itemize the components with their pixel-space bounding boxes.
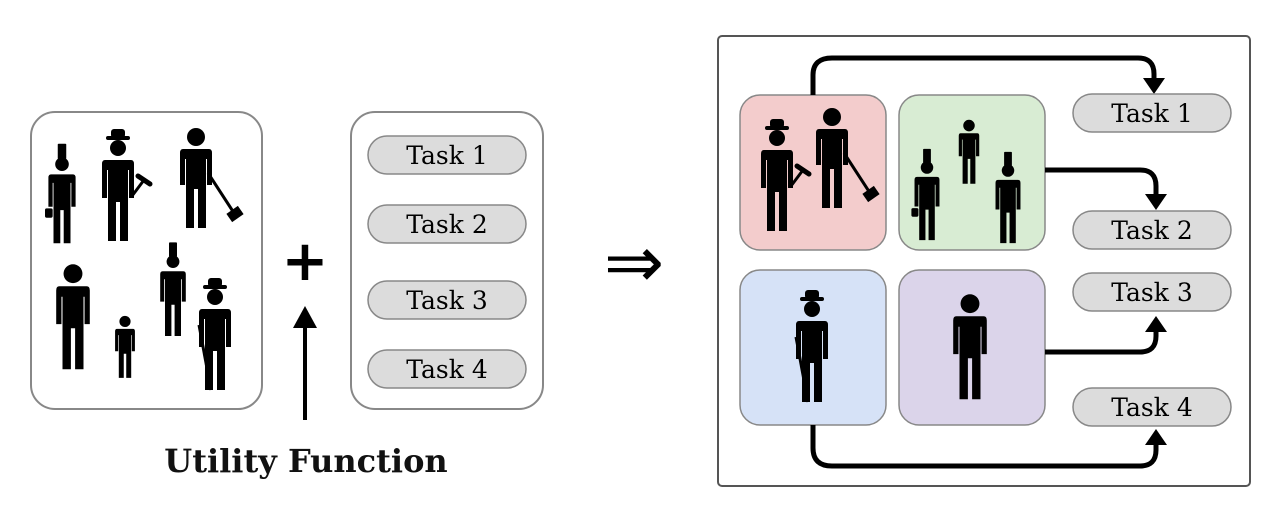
- assigned-task-pill-4-label: Task 4: [1111, 393, 1192, 422]
- arrow-green-to-task2: [1045, 167, 1159, 196]
- assigned-task-pill-1-shape: [1072, 93, 1232, 133]
- task-pill-4: Task 4: [367, 349, 527, 389]
- task-list: Task 1 Task 2 Task 3 Task 4: [367, 135, 527, 389]
- implies-symbol: ⇒: [604, 220, 664, 304]
- plus-symbol: +: [282, 229, 329, 294]
- task-pill-3: Task 3: [367, 280, 527, 320]
- task-pill-4-shape: [367, 349, 527, 389]
- task-pill-1-label: Task 1: [406, 141, 487, 170]
- arrow-purple-to-task3: [1045, 330, 1159, 355]
- task-pill-4-label: Task 4: [406, 355, 487, 384]
- task-pill-2-label: Task 2: [406, 210, 487, 239]
- arrow-heads: [1143, 78, 1167, 445]
- task-pill-3-label: Task 3: [406, 286, 487, 315]
- assigned-task-pill-2: Task 2: [1072, 210, 1232, 250]
- assigned-task-pill-4: Task 4: [1072, 387, 1232, 427]
- assigned-task-list: Task 1 Task 2 Task 3 Task 4: [1072, 93, 1232, 427]
- task-pill-1: Task 1: [367, 135, 527, 175]
- task-pill-3-shape: [367, 280, 527, 320]
- task-pill-1-shape: [367, 135, 527, 175]
- assigned-task-pill-3-label: Task 3: [1111, 278, 1192, 307]
- assigned-task-pill-1: Task 1: [1072, 93, 1232, 133]
- assigned-task-pill-2-label: Task 2: [1111, 216, 1192, 245]
- assigned-task-pill-4-shape: [1072, 387, 1232, 427]
- arrow-red-to-task1: [810, 55, 1157, 95]
- assigned-task-pill-3: Task 3: [1072, 272, 1232, 312]
- caption-utility-function: Utility Function: [164, 442, 447, 480]
- assigned-task-pill-3-shape: [1072, 272, 1232, 312]
- task-pill-2-shape: [367, 204, 527, 244]
- arrow-blue-to-task4: [810, 425, 1159, 469]
- assigned-task-pill-2-shape: [1072, 210, 1232, 250]
- assignment-arrows: [810, 55, 1159, 469]
- assigned-task-pill-1-label: Task 1: [1111, 99, 1192, 128]
- up-arrow: [293, 306, 317, 420]
- task-list-panel: [350, 111, 544, 410]
- task-pill-2: Task 2: [367, 204, 527, 244]
